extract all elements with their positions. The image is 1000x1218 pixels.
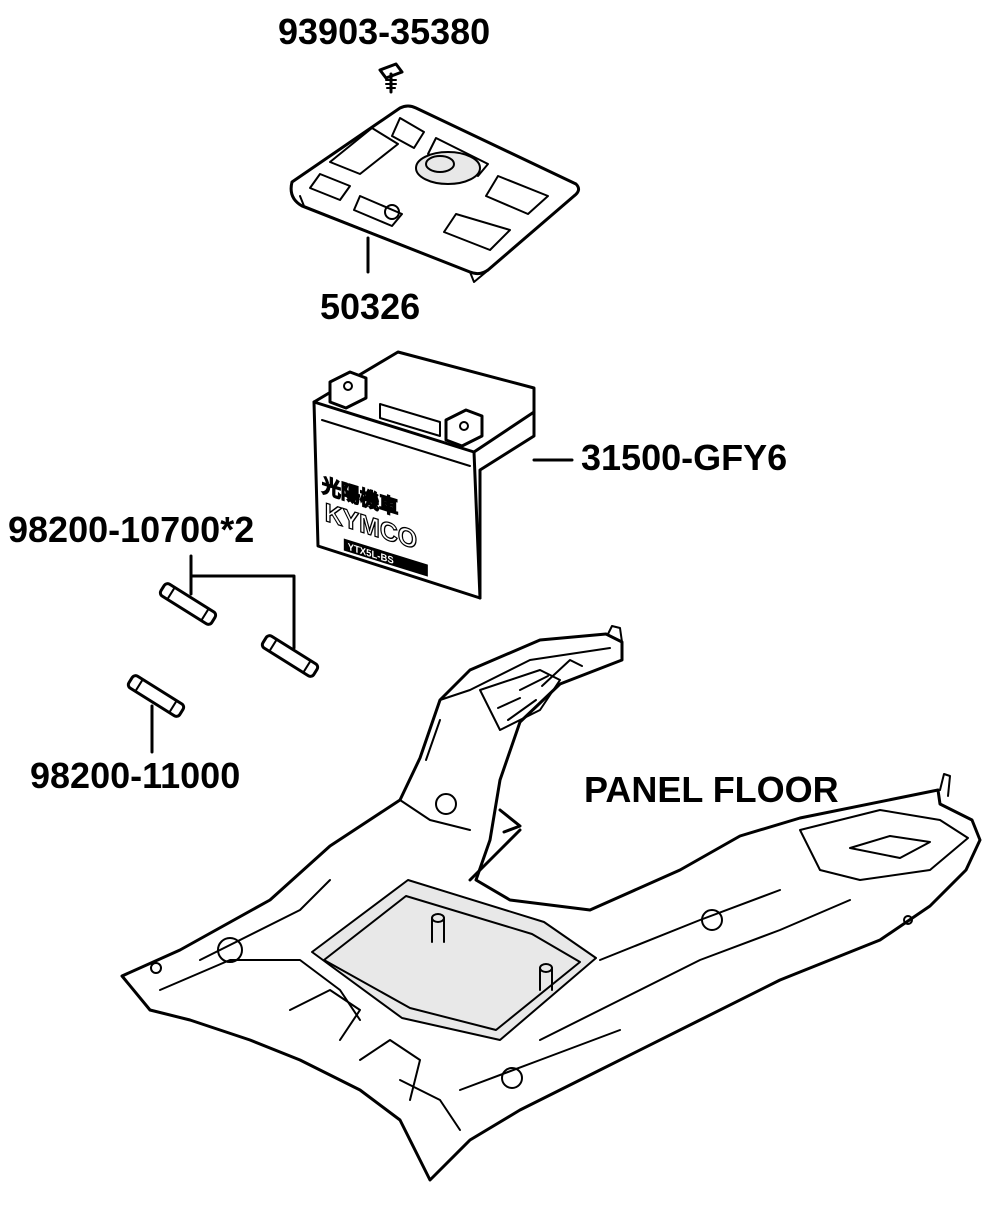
battery-cover-part bbox=[289, 104, 581, 283]
screw-part bbox=[378, 62, 404, 94]
panel-floor-label: PANEL FLOOR bbox=[584, 769, 839, 810]
fuse-single-part bbox=[126, 674, 186, 754]
fuse-single-part-number: 98200-11000 bbox=[30, 755, 241, 796]
panel-floor-part bbox=[120, 625, 982, 1182]
fuse-pair-part bbox=[158, 554, 320, 678]
fuse-pair-part-number: 98200-10700*2 bbox=[8, 509, 255, 550]
screw-part-number: 93903-35380 bbox=[278, 11, 491, 52]
battery-part: 光陽機車 KYMCO YTX5L-BS bbox=[312, 350, 574, 600]
battery-part-number: 31500-GFY6 bbox=[581, 437, 788, 478]
cover-part-number: 50326 bbox=[320, 286, 421, 327]
